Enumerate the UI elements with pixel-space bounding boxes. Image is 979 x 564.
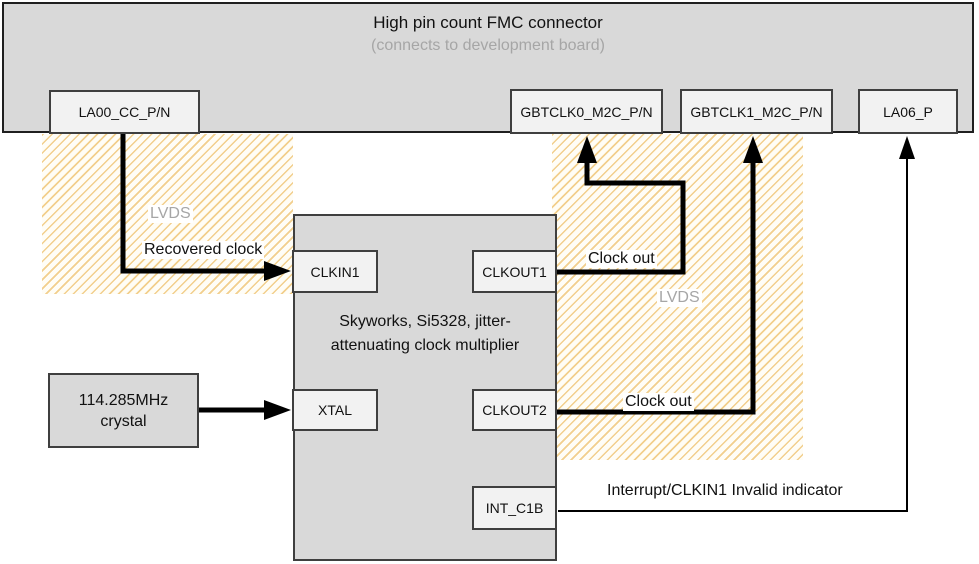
fmc-connector-subtitle: (connects to development board) bbox=[371, 37, 605, 54]
si5328-chip-label: Skyworks, Si5328, jitter- attenuating cl… bbox=[293, 310, 557, 358]
chip-port-clkin1: CLKIN1 bbox=[292, 250, 378, 293]
pin-label: LA00_CC_P/N bbox=[78, 104, 171, 120]
chip-label-line1: Skyworks, Si5328, jitter- bbox=[339, 313, 511, 330]
port-label: CLKOUT1 bbox=[482, 263, 547, 280]
port-label: CLKIN1 bbox=[310, 263, 360, 280]
chip-label-line2: attenuating clock multiplier bbox=[330, 337, 520, 354]
interrupt-indicator-label: Interrupt/CLKIN1 Invalid indicator bbox=[607, 482, 843, 499]
chip-port-clkout1: CLKOUT1 bbox=[472, 250, 557, 293]
clock-out-label-top: Clock out bbox=[586, 250, 657, 268]
pin-label: LA06_P bbox=[883, 103, 933, 120]
pin-gbtclk0-m2c-pn: GBTCLK0_M2C_P/N bbox=[510, 89, 663, 134]
port-label: CLKOUT2 bbox=[482, 402, 547, 418]
crystal-block: 114.285MHz crystal bbox=[48, 373, 199, 448]
lvds-label-left: LVDS bbox=[148, 205, 193, 223]
chip-port-int-c1b: INT_C1B bbox=[472, 486, 557, 530]
chip-port-xtal: XTAL bbox=[292, 389, 378, 431]
wire-crystal-to-xtal bbox=[199, 400, 291, 420]
clock-out-label-bottom: Clock out bbox=[623, 393, 694, 411]
pin-la06-p: LA06_P bbox=[858, 89, 958, 134]
port-label: INT_C1B bbox=[485, 500, 544, 516]
crystal-label-line2: crystal bbox=[100, 412, 147, 430]
fmc-connector-title: High pin count FMC connector bbox=[373, 13, 603, 32]
pin-gbtclk1-m2c-pn: GBTCLK1_M2C_P/N bbox=[680, 89, 833, 134]
pin-label: GBTCLK1_M2C_P/N bbox=[690, 103, 823, 120]
port-label: XTAL bbox=[318, 402, 352, 418]
crystal-label-line1: 114.285MHz bbox=[78, 391, 169, 409]
pin-label: GBTCLK0_M2C_P/N bbox=[520, 103, 653, 120]
lvds-label-right: LVDS bbox=[657, 289, 702, 307]
chip-port-clkout2: CLKOUT2 bbox=[472, 389, 557, 431]
pin-la00-cc-pn: LA00_CC_P/N bbox=[49, 90, 200, 134]
recovered-clock-label: Recovered clock bbox=[142, 241, 265, 259]
